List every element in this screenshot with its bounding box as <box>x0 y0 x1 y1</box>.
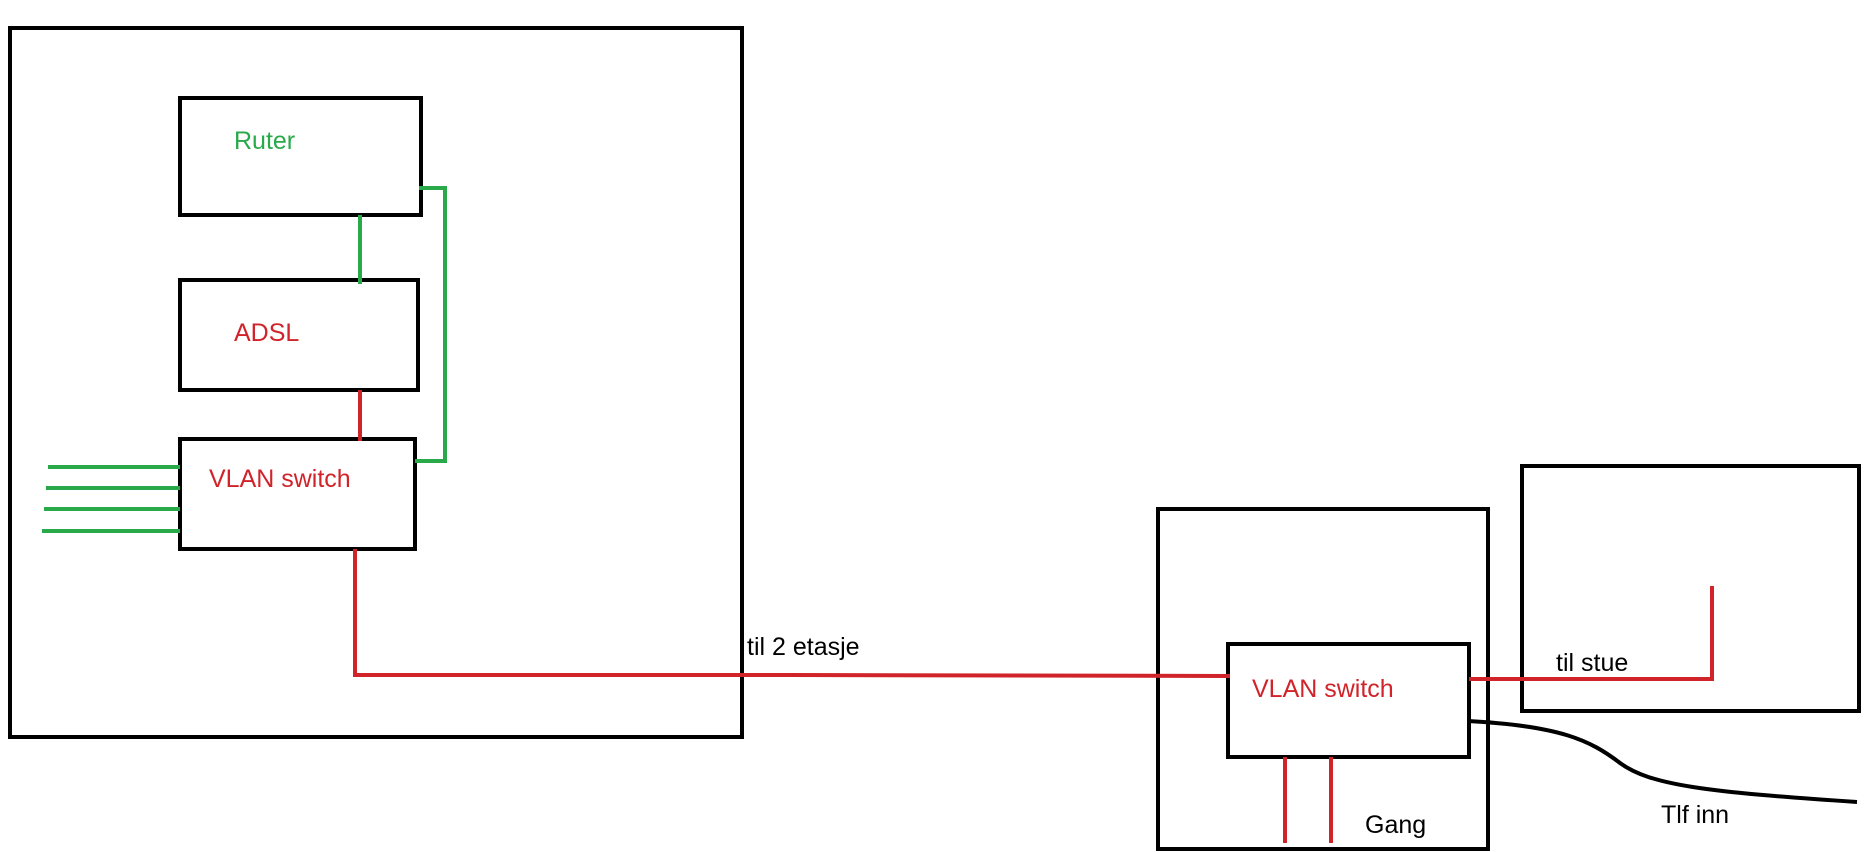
til-2-etasje-label: til 2 etasje <box>747 633 860 661</box>
ruter-box <box>178 96 423 217</box>
phone-line-in <box>1467 719 1858 804</box>
til-stue-label: til stue <box>1556 649 1628 677</box>
ruter-label: Ruter <box>234 127 295 155</box>
vlan-switch-label-2: VLAN switch <box>1252 675 1394 703</box>
ruter-switch-link <box>415 186 447 463</box>
vlan-switch-label-1: VLAN switch <box>209 465 351 493</box>
adsl-label: ADSL <box>234 319 299 347</box>
tlf-inn-label: Tlf inn <box>1661 801 1729 829</box>
room-box-stue <box>1520 464 1861 713</box>
gang-label: Gang <box>1365 811 1426 839</box>
adsl-box <box>178 278 420 392</box>
room-box-first-floor <box>8 26 744 739</box>
link-to-stue <box>1469 586 1714 681</box>
trunk-to-second-floor <box>353 549 1231 678</box>
vlan-switch-box-2 <box>1226 642 1471 759</box>
vlan-switch-box-1 <box>178 437 417 551</box>
